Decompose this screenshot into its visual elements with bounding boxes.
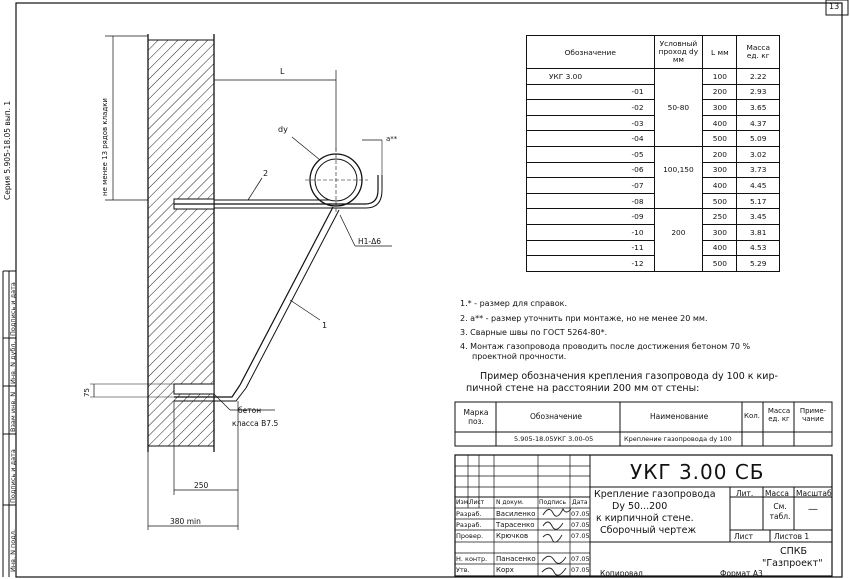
note-4: 4. Монтаж газопровода проводить после до… [460, 342, 751, 351]
stamp-label-0: Инв. N подл. [9, 529, 17, 572]
name-0: Василенко [496, 510, 536, 518]
role-3: Н. контр. [456, 555, 488, 563]
spec-header-designation: Обозначение [526, 35, 655, 69]
title-line-2: Dу 50...200 [612, 501, 668, 512]
date-4: 07.05 [571, 566, 590, 574]
note-2: 2. а** - размер уточнить при монтаже, но… [460, 314, 708, 323]
org-line-1: СПКБ [780, 546, 808, 557]
sign-head-date: Дата [572, 499, 588, 506]
role-4: Утв. [456, 566, 470, 574]
example-line-1: Пример обозначения крепления газопровода… [480, 371, 778, 382]
name-4: Корх [496, 566, 514, 574]
note-3: 3. Сварные швы по ГОСТ 5264-80*. [460, 328, 608, 337]
name-2: Крючков [496, 532, 529, 540]
date-2: 07.05 [571, 532, 590, 540]
ex-header-mass: Масса ед. кг [767, 407, 791, 424]
date-1: 07.05 [571, 521, 590, 529]
dim-380: 380 min [170, 517, 201, 526]
page-number-box [825, 0, 849, 16]
mass-value: См. табл. [769, 502, 791, 521]
title-block-frame [454, 454, 833, 577]
stamp-label-3: Инв. N дубл. [9, 341, 17, 384]
ex-header-designation: Обозначение [530, 412, 583, 421]
sheet-label: Лист [734, 532, 754, 541]
date-0: 07.05 [571, 510, 590, 518]
role-0: Разраб. [456, 510, 482, 518]
dim-250: 250 [194, 481, 209, 490]
copied-label: Копировал [600, 569, 643, 578]
drawing-code: УКГ 3.00 СБ [630, 460, 765, 484]
ex-row-name: Крепление газопровода dy 100 [624, 435, 732, 443]
role-2: Провер. [456, 532, 484, 540]
sign-head-doc: N докум. [496, 499, 524, 506]
dim-a: а** [386, 135, 398, 143]
title-line-3: к кирпичной стене. [596, 513, 694, 524]
series-label: Серия 5.905-18.05 вып. 1 [3, 100, 12, 200]
spec-header-L: L мм [702, 35, 738, 69]
col-lit: Лит. [736, 489, 754, 498]
spec-table: Обозначение Условный проход dу мм L мм М… [526, 35, 780, 272]
ex-header-name: Наименование [650, 412, 709, 421]
sign-head-izm: Изм. [456, 499, 471, 506]
title-line-1: Крепление газопровода [594, 489, 716, 500]
position-2: 2 [263, 169, 269, 178]
sheets-label: Листов 1 [774, 532, 810, 541]
concrete-label-2: класса В7.5 [232, 419, 279, 428]
scale-value: — [808, 504, 818, 515]
dim-dy: dy [278, 125, 288, 134]
concrete-label-1: бетон [238, 406, 262, 415]
note-1: 1.* - размер для справок. [460, 299, 568, 308]
sheet-frame [15, 2, 843, 578]
note-4-cont: проектной прочности. [472, 352, 567, 361]
spec-header-mass: Масса ед. кг [736, 35, 780, 69]
col-mass: Масса [765, 489, 789, 498]
date-3: 07.05 [571, 555, 590, 563]
dim-75: 75 [83, 388, 91, 397]
name-1: Тарасенко [496, 521, 535, 529]
ex-header-qty: Кол. [744, 412, 760, 420]
spec-header-du: Условный проход dу мм [653, 35, 704, 69]
stamp-label-1: Подпись и дата [9, 282, 17, 336]
stamp-label-4: Подпись и дата [9, 449, 17, 503]
stamp-label-2: Взам инв. N [9, 391, 17, 432]
position-1: 1 [322, 321, 328, 330]
ex-row-designation: 5.905-18.05УКГ 3.00-05 [514, 435, 594, 443]
dim-L: L [280, 67, 285, 76]
col-scale: Масштаб [796, 489, 832, 498]
example-line-2: пичной стене на расстоянии 200 мм от сте… [466, 383, 700, 394]
format-label: Формат А3 [720, 569, 763, 578]
sign-head-sign: Подпись [539, 499, 566, 506]
weld-mark: Н1-Δ6 [358, 237, 382, 246]
page-number: 13 [829, 2, 840, 11]
name-3: Панасенко [496, 555, 536, 563]
rows-note: не менее 13 рядов кладки [101, 98, 109, 196]
sign-head-list: Лист [469, 499, 485, 506]
title-line-4: Сборочный чертеж [600, 525, 697, 536]
role-1: Разраб. [456, 521, 482, 529]
ex-header-note: Приме- чание [799, 407, 827, 424]
org-line-2: "Газпроект" [762, 558, 823, 569]
ex-header-mark: Марка поз. [463, 408, 489, 426]
